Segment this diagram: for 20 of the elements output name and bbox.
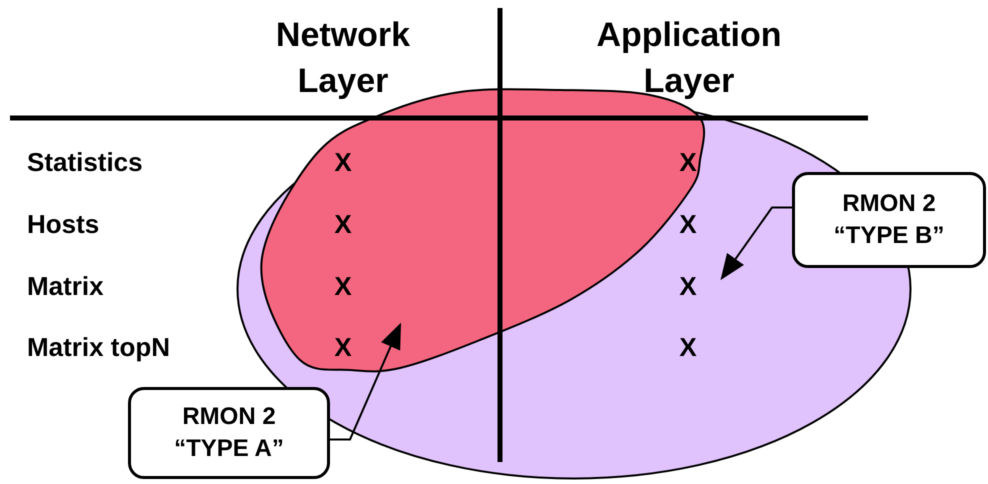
check-mark: X	[333, 270, 353, 303]
leader-arrow	[720, 206, 792, 280]
row-label: Matrix topN	[27, 331, 171, 364]
check-mark: X	[678, 146, 698, 179]
row-label: Statistics	[27, 146, 144, 179]
check-mark: X	[678, 208, 698, 241]
row-label: Hosts	[27, 208, 100, 241]
leader-arrow	[330, 322, 402, 440]
column-header: Network Layer	[274, 15, 412, 102]
callout-box	[128, 387, 330, 479]
check-mark: X	[333, 208, 353, 241]
check-mark: X	[333, 146, 353, 179]
check-mark: X	[333, 331, 353, 364]
check-mark: X	[678, 331, 698, 364]
column-header: Application Layer	[595, 15, 783, 102]
check-mark: X	[678, 270, 698, 303]
callout-text: RMON 2 “TYPE B”	[832, 189, 946, 251]
callout-text: RMON 2 “TYPE A”	[173, 402, 285, 464]
row-label: Matrix	[27, 270, 105, 303]
callout-box	[792, 172, 986, 268]
